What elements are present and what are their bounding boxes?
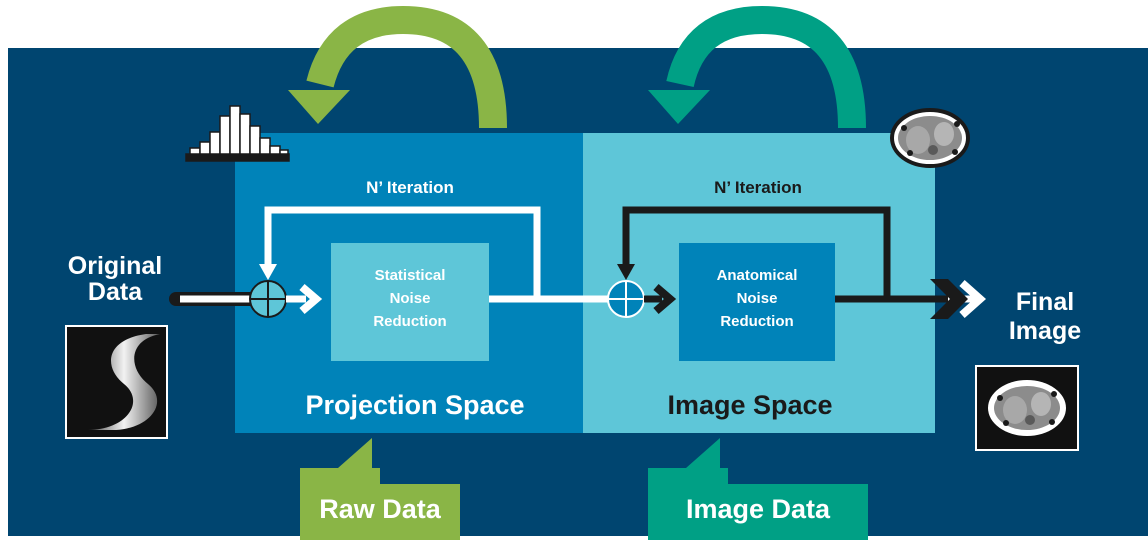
teal-curved-arrow (648, 5, 866, 129)
projection-iteration-loop (264, 206, 541, 299)
green-curved-arrow (288, 5, 507, 129)
statistical-line2: Noise (389, 290, 431, 307)
anatomical-line2: Noise (736, 290, 778, 307)
final-image-line2: Image (1008, 317, 1082, 345)
histogram-icon (185, 105, 290, 162)
image-space-title: Image Space (667, 390, 833, 420)
original-data-label: Original Data (30, 253, 200, 305)
final-image-label: Final Image (980, 288, 1110, 346)
output-dark-chevron (930, 279, 968, 319)
statistical-block-chevron (299, 283, 323, 315)
statistical-noise-block (331, 243, 489, 361)
image-loop-arrowhead (617, 264, 635, 280)
projection-space-title: Projection Space (305, 390, 525, 420)
anatomical-noise-text: Anatomical Noise Reduction (679, 264, 835, 333)
statistical-line1: Statistical (374, 267, 446, 284)
image-sum-junction (607, 280, 645, 318)
image-data-callout (648, 438, 868, 540)
projection-iteration-label: N’ Iteration (366, 178, 454, 197)
output-white-chevron (959, 280, 987, 318)
raw-data-callout (300, 438, 460, 540)
anatomical-block-chevron (653, 283, 677, 315)
image-data-tag: Image Data (685, 494, 831, 524)
anatomical-line3: Reduction (720, 313, 794, 330)
image-iteration-label: N’ Iteration (714, 178, 802, 197)
final-image-line1: Final (1015, 288, 1075, 316)
statistical-noise-text: Statistical Noise Reduction (331, 264, 489, 333)
anatomical-line1: Anatomical (716, 267, 798, 284)
ct-output-icon (975, 365, 1079, 451)
sinogram-icon (65, 325, 168, 439)
image-iteration-loop (622, 206, 891, 299)
statistical-line3: Reduction (373, 313, 447, 330)
anatomical-noise-block (679, 243, 835, 361)
original-data-line1: Original (67, 252, 163, 280)
ct-scan-icon (890, 108, 970, 168)
projection-loop-arrowhead (259, 264, 277, 280)
original-data-line2: Data (87, 278, 143, 306)
raw-data-tag: Raw Data (319, 494, 441, 524)
projection-sum-junction (249, 280, 287, 318)
